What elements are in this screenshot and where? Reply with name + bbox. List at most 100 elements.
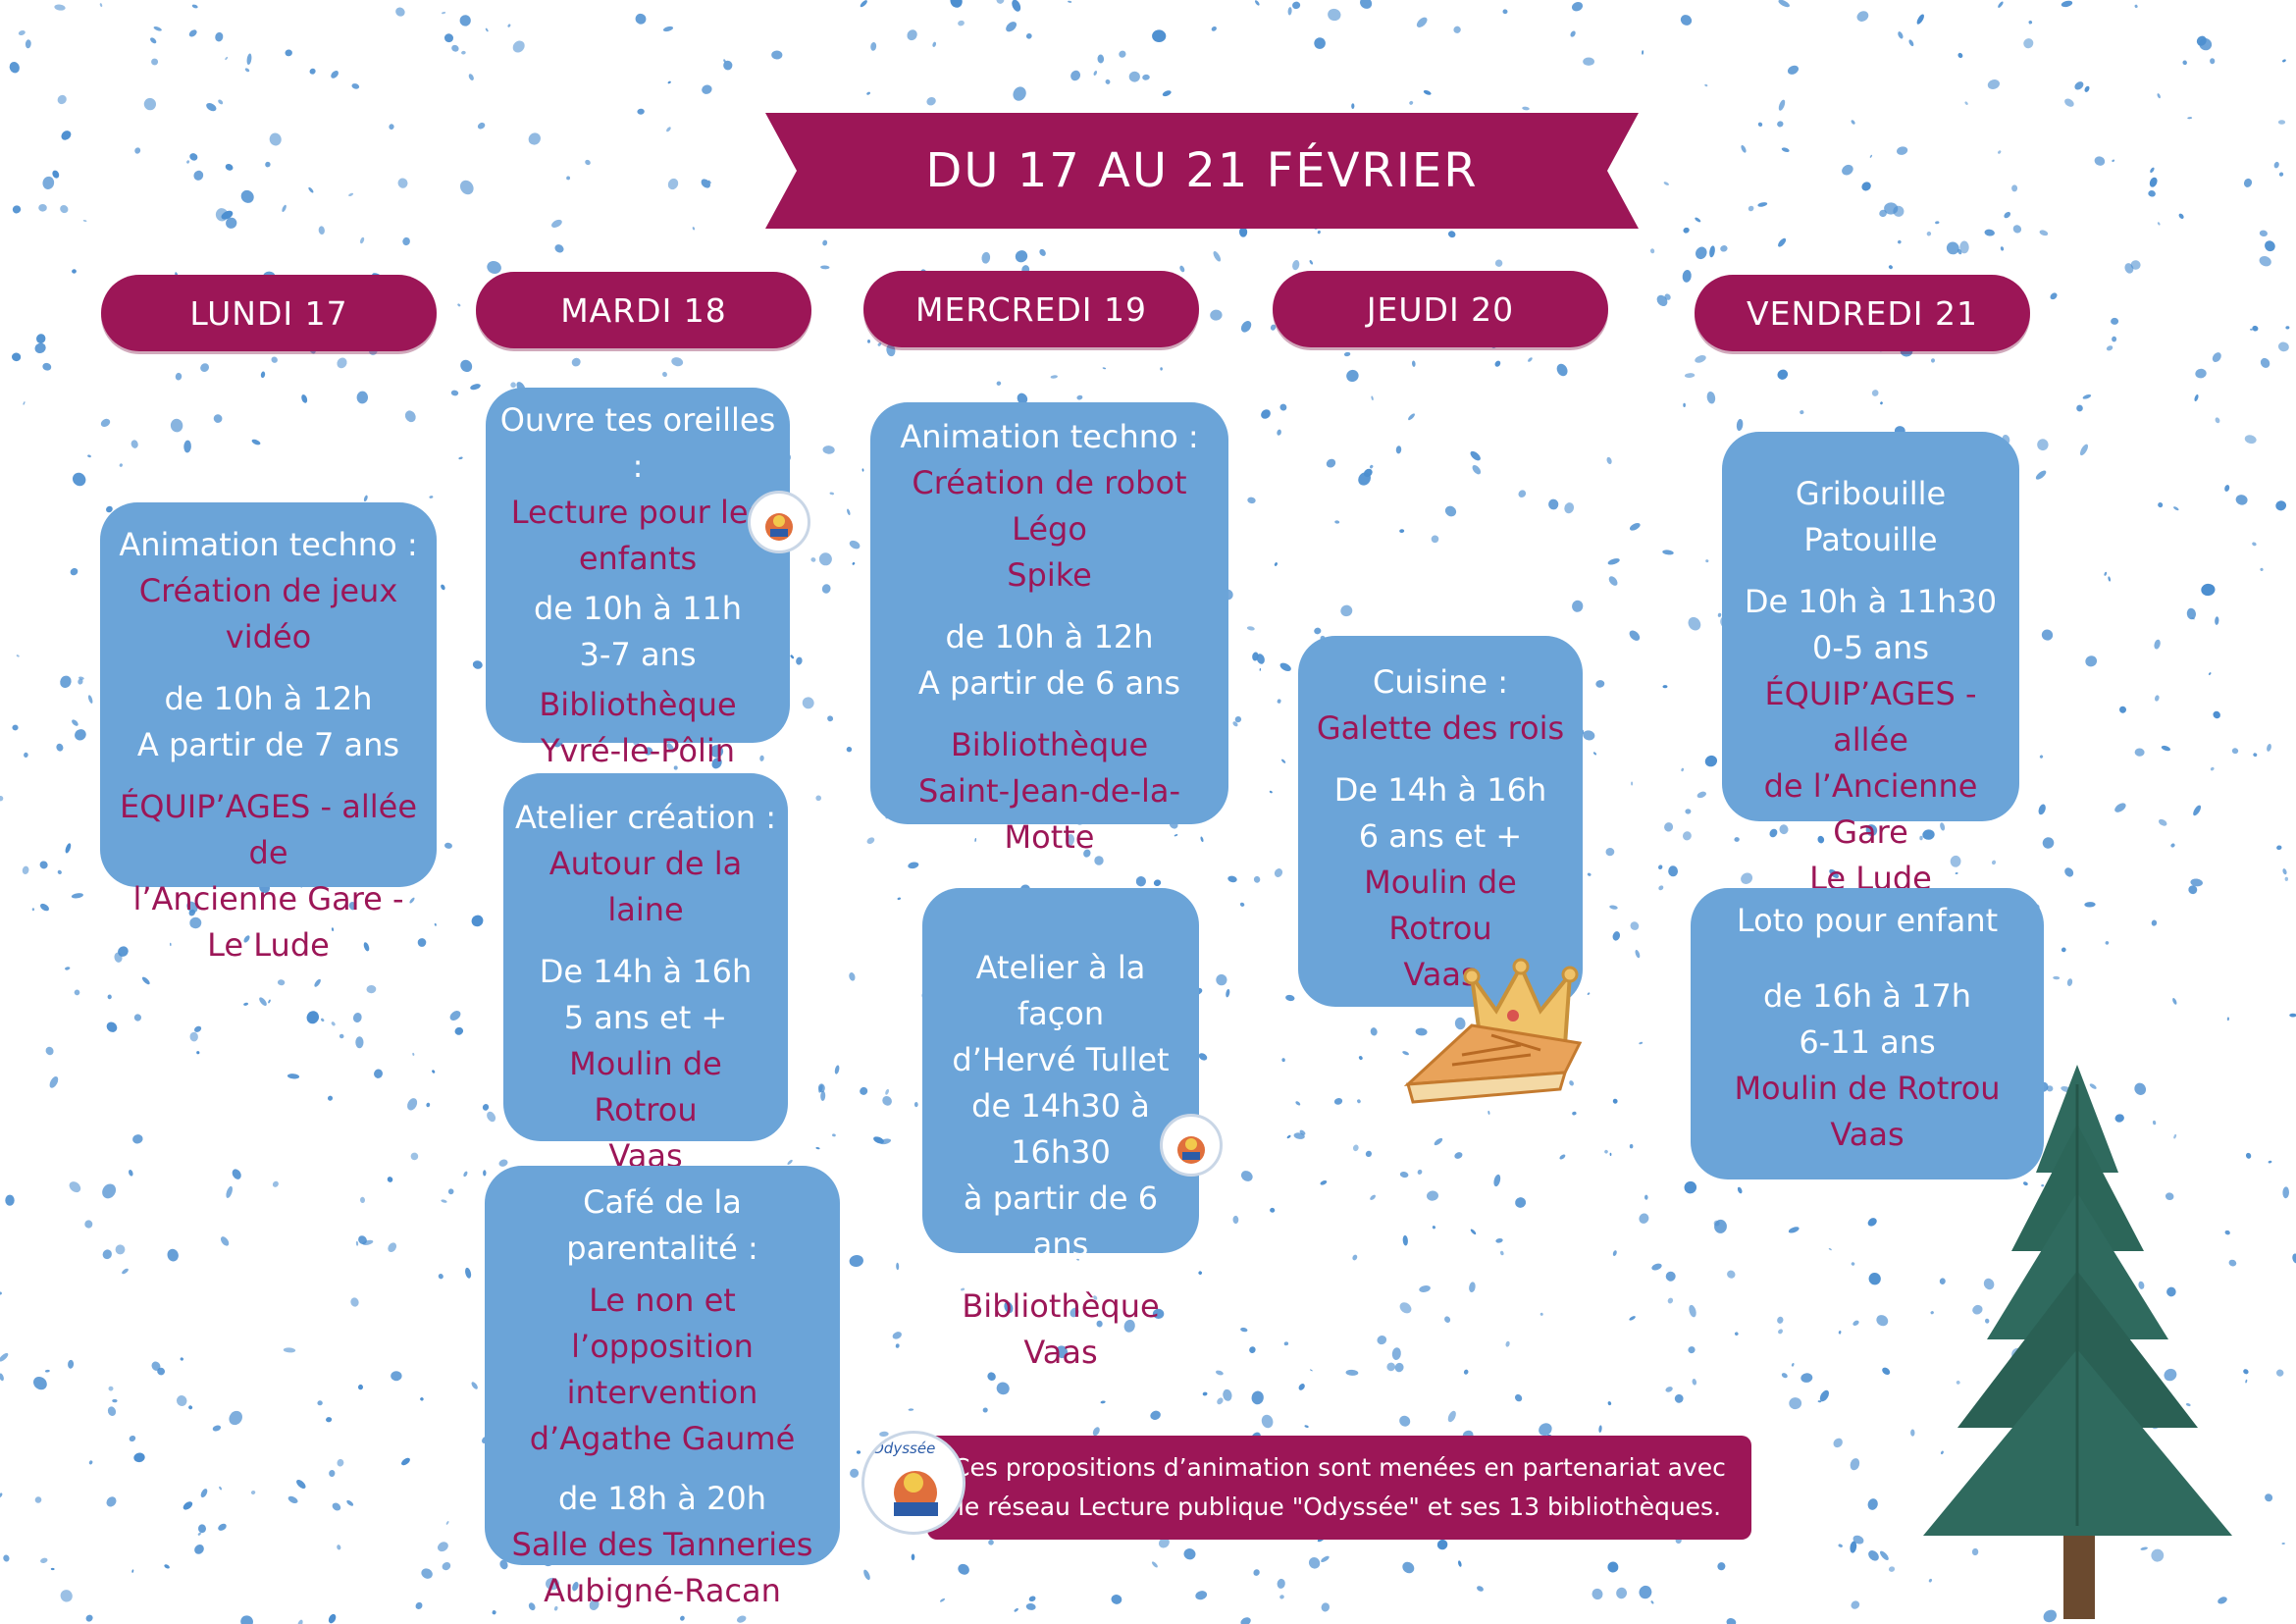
speckle [1665, 1387, 1673, 1392]
speckle [2193, 805, 2202, 816]
speckle [1028, 1596, 1036, 1602]
speckle [1959, 240, 1969, 254]
speckle [2042, 837, 2055, 849]
speckle [1477, 1586, 1484, 1592]
speckle [75, 729, 86, 741]
speckle [1680, 15, 1693, 26]
speckle [1281, 1058, 1285, 1063]
speckle [1391, 1347, 1401, 1360]
speckle [346, 1499, 354, 1506]
speckle [1240, 321, 1252, 333]
speckle [401, 1457, 410, 1466]
speckle [2218, 1597, 2227, 1604]
speckle [860, 0, 867, 8]
speckle [2043, 1609, 2058, 1623]
speckle [1261, 409, 1271, 419]
speckle [52, 170, 60, 179]
speckle [351, 83, 360, 89]
speckle [1650, 1600, 1654, 1604]
speckle [667, 178, 679, 190]
speckle [468, 74, 474, 80]
speckle [1865, 824, 1878, 837]
speckle [1299, 1129, 1306, 1135]
speckle [566, 176, 570, 181]
speckle [635, 13, 647, 25]
speckle [1850, 1458, 1860, 1471]
speckle [1295, 1101, 1301, 1106]
speckle [215, 208, 229, 222]
speckle [1704, 755, 1718, 767]
speckle [2285, 326, 2290, 330]
speckle [958, 1563, 969, 1575]
speckle [1470, 450, 1481, 461]
speckle [2208, 672, 2212, 676]
speckle [1592, 752, 1597, 756]
speckle [39, 903, 50, 912]
speckle [2104, 571, 2108, 576]
speckle [1287, 7, 1292, 16]
speckle [1174, 834, 1178, 837]
speckle [246, 53, 252, 66]
speckle [1629, 522, 1641, 531]
speckle [1198, 1271, 1203, 1275]
speckle [510, 382, 516, 389]
speckle [666, 127, 671, 132]
speckle [1234, 715, 1242, 723]
speckle [1916, 14, 1924, 25]
speckle [1939, 1278, 1946, 1284]
speckle [1240, 1171, 1253, 1181]
speckle [802, 697, 814, 709]
speckle [2106, 345, 2113, 351]
speckle [189, 153, 198, 161]
speckle [287, 1074, 300, 1079]
speckle [1704, 83, 1708, 87]
speckle [2210, 766, 2215, 771]
event-heading: Animation techno : [119, 526, 418, 563]
speckle [1255, 0, 1260, 6]
speckle [1919, 835, 1923, 841]
speckle [355, 1036, 364, 1049]
speckle [1240, 1617, 1251, 1624]
speckle [445, 1521, 449, 1525]
speckle [1152, 1308, 1165, 1320]
event-place: Vaas [1830, 1116, 1905, 1153]
speckle [1984, 229, 1995, 236]
speckle [1434, 1137, 1443, 1146]
speckle [100, 418, 111, 427]
speckle [1612, 1098, 1618, 1104]
speckle [2188, 885, 2198, 895]
speckle [1926, 231, 1932, 236]
speckle [1277, 699, 1281, 704]
event-heading: Cuisine : [1373, 663, 1508, 701]
event-card-lundi-techno: Animation techno : Création de jeux vidé… [100, 502, 437, 964]
speckle [2119, 706, 2126, 713]
speckle [2190, 878, 2203, 887]
speckle [2278, 172, 2284, 177]
speckle [2253, 753, 2258, 758]
event-card-mardi-cafe: Café de la parentalité : Le non et l’opp… [485, 1166, 840, 1609]
speckle [1789, 1397, 1802, 1410]
speckle [395, 7, 405, 17]
speckle [2074, 81, 2084, 90]
speckle [1689, 1304, 1696, 1318]
event-age: 3-7 ans [579, 636, 697, 673]
speckle [61, 131, 72, 140]
speckle [897, 897, 902, 901]
event-heading: Ouvre tes oreilles : [499, 401, 776, 485]
event-card-vendredi-loto: Loto pour enfant de 16h à 17h 6-11 ans M… [1691, 888, 2044, 1179]
speckle [2210, 58, 2216, 65]
speckle [996, 1382, 1010, 1395]
speckle [849, 971, 856, 981]
speckle [271, 356, 278, 363]
speckle [389, 124, 394, 131]
speckle [1162, 90, 1172, 97]
speckle [1587, 872, 1592, 876]
speckle [1998, 1, 2004, 8]
speckle [1102, 367, 1107, 370]
speckle [1352, 1144, 1359, 1152]
speckle [2050, 292, 2058, 300]
speckle [981, 251, 991, 264]
speckle [2134, 4, 2138, 9]
speckle [820, 1090, 826, 1101]
speckle [1056, 1345, 1069, 1359]
